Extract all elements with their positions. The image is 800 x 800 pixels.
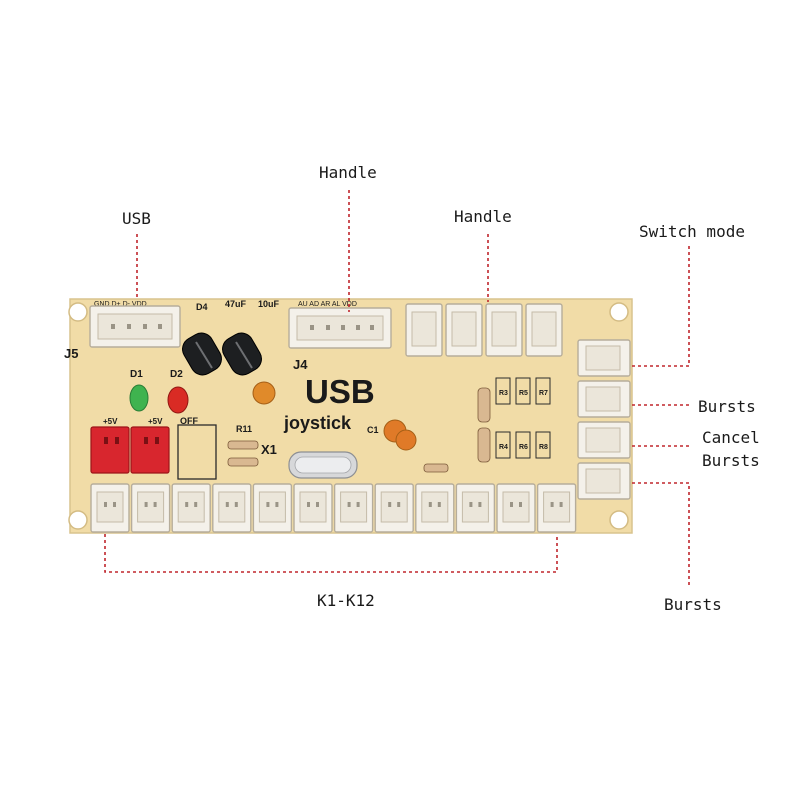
- ceramic-capacitor-orange: [252, 381, 417, 451]
- k-connector-pin: [144, 502, 148, 507]
- k-connector-socket: [299, 491, 327, 523]
- callout-cancel: Cancel: [702, 428, 760, 447]
- k-connector-pin: [347, 502, 351, 507]
- callout-handle-right: Handle: [454, 207, 512, 226]
- leader-k1-k12: [104, 534, 558, 573]
- k-connector-pin: [519, 502, 522, 507]
- j4-label: J4: [293, 357, 308, 372]
- k-connector-pin: [316, 502, 319, 507]
- d4-label: D4: [196, 302, 208, 312]
- c1-label: C1: [367, 425, 379, 435]
- r6-label: R6: [519, 444, 528, 451]
- leds: [129, 384, 189, 414]
- k-connector-pin: [437, 502, 441, 507]
- usb-connector[interactable]: [89, 305, 181, 348]
- r4-label: R4: [499, 444, 508, 451]
- k-connector-pin: [550, 502, 554, 507]
- d2-label: D2: [170, 369, 183, 380]
- k-connector-pin: [153, 502, 157, 507]
- handle-direction-connectors[interactable]: [405, 303, 563, 357]
- r5-label: R5: [519, 390, 528, 397]
- k-connector-socket: [543, 491, 571, 523]
- mounting-hole: [609, 510, 629, 530]
- mounting-hole: [68, 510, 88, 530]
- cap-10uf-label: 10uF: [258, 299, 280, 309]
- k-connector-socket: [258, 491, 286, 523]
- board-logo-usb: USB: [305, 373, 375, 410]
- board-logo-joystick: joystick: [283, 413, 352, 433]
- k-connector-socket: [380, 491, 408, 523]
- plus5v-label-b: +5V: [148, 417, 163, 426]
- r3-label: R3: [499, 390, 508, 397]
- k-connector-socket: [218, 491, 246, 523]
- k-connector-pin: [194, 502, 198, 507]
- resistors: [227, 440, 449, 473]
- callout-bursts-top: Bursts: [698, 397, 756, 416]
- j5-label: J5: [64, 346, 78, 361]
- electrolytic-capacitors: [182, 332, 262, 376]
- leader-bursts-bottom: [632, 482, 690, 588]
- k-connector-socket: [96, 491, 124, 523]
- k-connector-pin: [234, 502, 238, 507]
- crystal-oscillator: [288, 451, 358, 479]
- k-connector-pin: [559, 502, 563, 507]
- r8-label: R8: [539, 444, 548, 451]
- leader-switch-mode: [632, 246, 690, 367]
- callout-switch-mode: Switch mode: [639, 222, 745, 241]
- r7-label: R7: [539, 390, 548, 397]
- plus5v-label-a: +5V: [103, 417, 118, 426]
- k-connector-pin: [469, 502, 473, 507]
- right-side-connectors[interactable]: [577, 339, 631, 500]
- handle-connector[interactable]: [288, 307, 392, 349]
- mounting-hole: [609, 302, 629, 322]
- k-connector-pin: [185, 502, 189, 507]
- k-connector-pin: [397, 502, 401, 507]
- cap-47uf-label: 47uF: [225, 299, 247, 309]
- k-connector-socket: [421, 491, 449, 523]
- k-connector-pin: [428, 502, 432, 507]
- k-connector-socket: [177, 491, 205, 523]
- power-jumpers[interactable]: [90, 426, 170, 474]
- k-connector-pin: [104, 502, 107, 507]
- k-connector-socket: [502, 491, 530, 523]
- k-connector-pin: [113, 502, 116, 507]
- leader-lines: [104, 190, 690, 588]
- k-connector-pin: [266, 502, 270, 507]
- k-connector-socket: [137, 491, 165, 523]
- resistor-grid: R3 R5 R7 R4 R6 R8: [477, 377, 551, 463]
- off-label: OFF: [180, 416, 198, 426]
- callout-handle-left: Handle: [319, 163, 377, 182]
- callout-bursts-bottom: Bursts: [664, 595, 722, 614]
- k-connector-pin: [356, 502, 360, 507]
- callout-k1-k12: K1-K12: [317, 591, 375, 610]
- usb-pin-labels: GND D+ D- VDD: [94, 301, 147, 308]
- d1-label: D1: [130, 369, 143, 380]
- k-connector-pin: [388, 502, 392, 507]
- k-connector-pin: [307, 502, 310, 507]
- r11-label: R11: [236, 424, 252, 434]
- k-connector-pin: [225, 502, 229, 507]
- k-connector-socket: [340, 491, 368, 523]
- k-connector-pin: [510, 502, 513, 507]
- led-red: [167, 386, 189, 414]
- x1-label: X1: [261, 442, 277, 457]
- handle-pin-labels: AU AD AR AL VDD: [298, 301, 357, 308]
- k1-k12-connectors[interactable]: [90, 483, 577, 533]
- mounting-hole: [68, 302, 88, 322]
- callout-usb: USB: [122, 209, 151, 228]
- led-green: [129, 384, 149, 412]
- k-connector-pin: [478, 502, 482, 507]
- off-jumper-outline: [177, 424, 217, 480]
- k-connector-socket: [461, 491, 489, 523]
- k-connector-pin: [275, 502, 279, 507]
- callout-cancel-bursts: Bursts: [702, 451, 760, 470]
